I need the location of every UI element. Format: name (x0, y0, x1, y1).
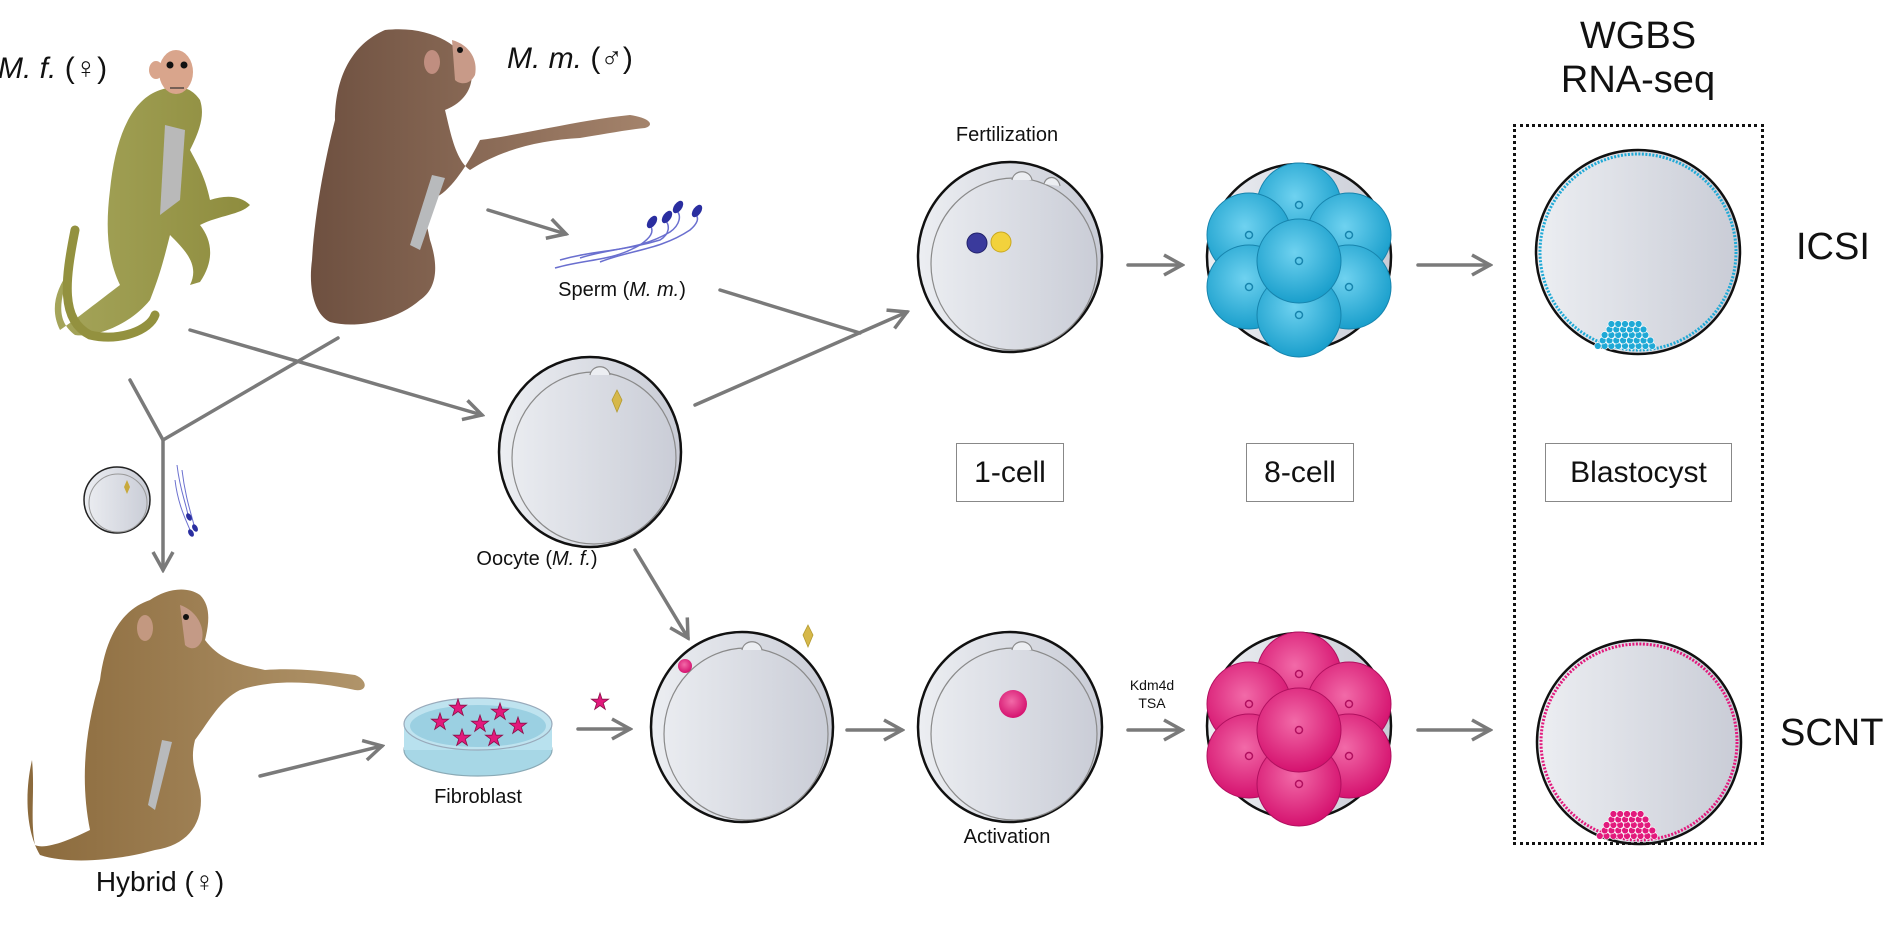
fibroblast-cell (430, 711, 450, 731)
assay-wgbs: WGBS (1579, 15, 1697, 57)
icm-cell (1648, 826, 1657, 835)
fertilization-label: Fertilization (955, 124, 1059, 146)
blastomere-nucleus (1244, 751, 1254, 761)
fibroblast-cells (430, 691, 610, 747)
fertilization-zygote-illustration (916, 160, 1104, 354)
stage-8cell-box: 8-cell (1246, 443, 1354, 502)
icsi-inner-cell-mass (1594, 320, 1656, 350)
mf-monkey-illustration (54, 50, 250, 342)
blastomere-nucleus (1294, 200, 1304, 210)
scnt-blastocyst-illustration (1535, 638, 1743, 846)
treatment-tsa: TSA (1138, 695, 1166, 711)
treatment-kdm4d: Kdm4d (1129, 677, 1175, 693)
blastomere-nucleus (1294, 256, 1304, 266)
mf-species-name: M. f. (0, 52, 57, 85)
icsi-8cell-embryo-illustration (1205, 162, 1393, 358)
blastomere-nucleus (1294, 669, 1304, 679)
scnt-inner-cell-mass (1596, 810, 1658, 840)
blastomere (1256, 218, 1342, 304)
icm-cell (1641, 815, 1650, 824)
icsi-blastocyst-illustration (1534, 148, 1742, 356)
blastomere-nucleus (1294, 779, 1304, 789)
arrow-hybrid-to-fibroblast (258, 746, 382, 778)
arrow-mm-to-sperm (486, 208, 566, 234)
fibroblast-cell (490, 701, 510, 721)
mf-sex-symbol: (♀) (64, 52, 108, 85)
fibroblast-cell (448, 697, 468, 717)
fibroblast-cell (508, 715, 528, 735)
mm-sex-symbol: (♂) (590, 42, 633, 75)
blastomere-nucleus (1294, 725, 1304, 735)
sperm-label: Sperm (M. m.) (558, 279, 686, 302)
small-sperm-illustration (174, 464, 198, 537)
sperm-label-suffix: ) (679, 279, 686, 301)
fibroblast-cell (590, 691, 610, 711)
stage-blastocyst-box: Blastocyst (1545, 443, 1732, 502)
mm-species-name: M. m. (507, 42, 582, 75)
oocyte-label-suffix: ) (590, 548, 598, 570)
mf-oocyte-illustration (497, 355, 683, 549)
arrow-oocyte-to-scnt (633, 548, 688, 638)
oocyte-label: Oocyte (M. f.) (476, 548, 597, 571)
blastomere-nucleus (1244, 699, 1254, 709)
arrow-oocyte-to-fertilization (693, 312, 907, 407)
arrows (128, 208, 1490, 778)
icm-cell (1634, 320, 1643, 328)
icm-cell (1639, 325, 1648, 334)
sperm-label-species: M. m. (629, 279, 680, 301)
scnt-8cell-embryo-illustration (1205, 631, 1393, 827)
oocyte-label-prefix: Oocyte ( (476, 548, 553, 570)
mm-monkey-illustration (310, 29, 650, 325)
activation-label: Activation (963, 826, 1051, 848)
hybrid-monkey-illustration (27, 589, 365, 861)
hybrid-label: Hybrid (♀) (95, 866, 225, 897)
blastomere-nucleus (1344, 230, 1354, 240)
scnt-blastomeres (1206, 631, 1392, 827)
sperm-illustration (554, 200, 703, 269)
activation-zygote-illustration (916, 630, 1104, 824)
blastomere-nucleus (1344, 751, 1354, 761)
arrow-mf-to-oocyte (188, 328, 482, 415)
stage-1cell-box: 1-cell (956, 443, 1064, 502)
blastomere (1256, 687, 1342, 773)
blastomere-nucleus (1244, 230, 1254, 240)
icm-cell (1646, 336, 1655, 345)
method-scnt-label: SCNT (1780, 712, 1884, 754)
small-oocyte-illustration (83, 466, 151, 534)
fibroblast-cell (452, 727, 472, 747)
sperm-label-prefix: Sperm ( (558, 279, 630, 301)
fibroblast-cell (470, 713, 490, 733)
blastomere-nucleus (1344, 699, 1354, 709)
assay-sample-box (1513, 124, 1764, 845)
assay-rnaseq: RNA-seq (1560, 59, 1716, 101)
blastomere-nucleus (1294, 310, 1304, 320)
fibroblast-dish-illustration (403, 697, 553, 777)
mf-species-label: M. f. (♀) (0, 52, 107, 86)
blastomere-nucleus (1344, 282, 1354, 292)
method-icsi-label: ICSI (1796, 226, 1870, 268)
mm-species-label: M. m. (♂) (507, 42, 633, 76)
oocyte-label-species: M. f. (552, 548, 591, 570)
blastomere-nucleus (1244, 282, 1254, 292)
icm-cell (1636, 810, 1645, 818)
line-sperm-to-fertilization (718, 288, 862, 335)
scnt-oocyte-illustration (649, 624, 835, 824)
fibroblast-label: Fibroblast (434, 786, 522, 808)
treatment-label: Kdm4d TSA (1130, 676, 1174, 712)
fibroblast-cell (484, 727, 504, 747)
icsi-blastomeres (1206, 162, 1392, 358)
assay-label: WGBS RNA-seq (1561, 14, 1715, 102)
cross-line-parents (128, 336, 340, 443)
